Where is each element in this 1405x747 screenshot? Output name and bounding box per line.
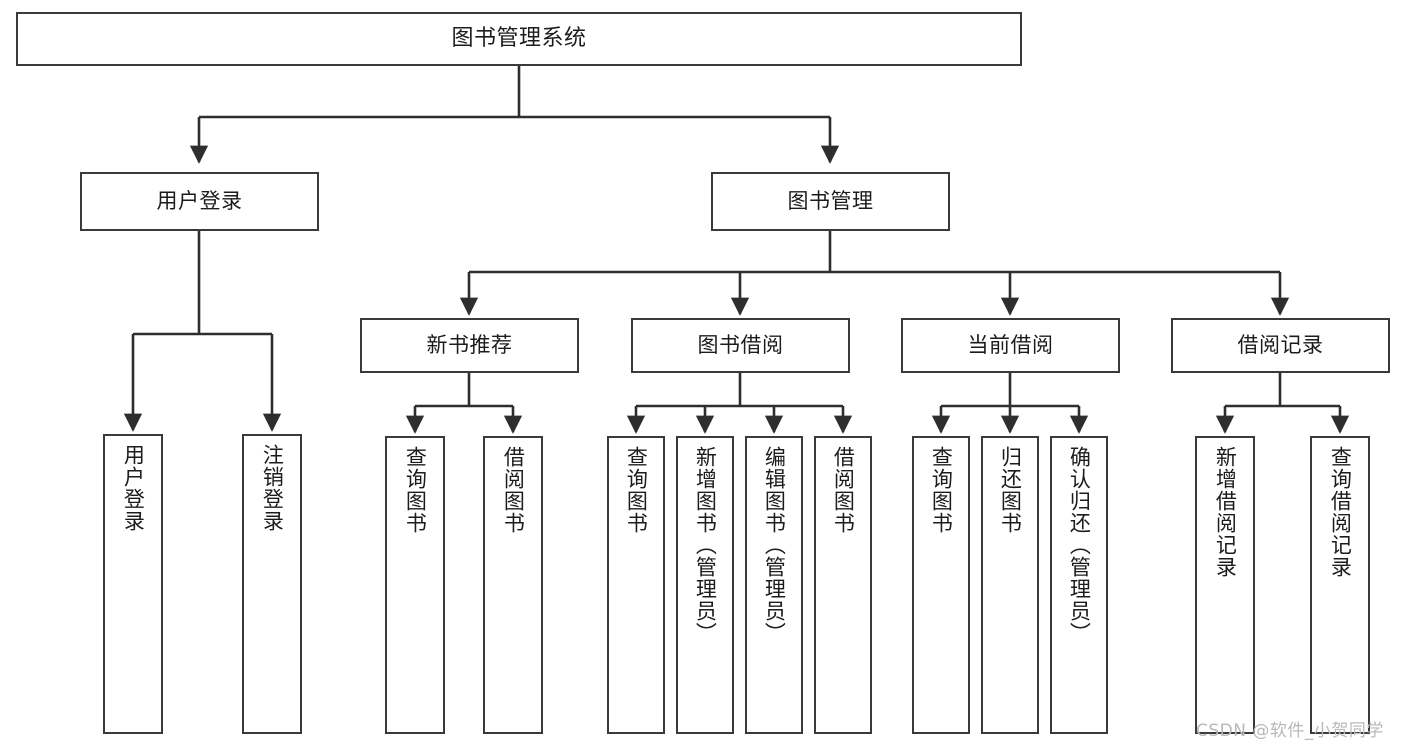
node-book-management-label: 图书管理	[787, 188, 874, 213]
leaf-new-book-borrow[interactable]: 借阅图书	[483, 436, 543, 734]
leaf-borrow-borrow-book[interactable]: 借阅图书	[814, 436, 872, 734]
node-user-login-label: 用户登录	[156, 188, 243, 213]
leaf-current-query-book[interactable]: 查询图书	[912, 436, 970, 734]
node-borrow-record[interactable]: 借阅记录	[1171, 318, 1390, 373]
leaf-label: 查询图书	[929, 446, 954, 534]
leaf-user-login-login[interactable]: 用户登录	[103, 434, 163, 734]
node-book-borrow-label: 图书借阅	[697, 332, 784, 357]
leaf-label: 查询借阅记录	[1328, 446, 1353, 578]
leaf-label: 注销登录	[260, 444, 285, 532]
leaf-record-query[interactable]: 查询借阅记录	[1310, 436, 1370, 734]
leaf-label: 借阅图书	[831, 446, 856, 534]
node-borrow-record-label: 借阅记录	[1237, 332, 1324, 357]
node-root-system[interactable]: 图书管理系统	[16, 12, 1022, 66]
leaf-record-add[interactable]: 新增借阅记录	[1195, 436, 1255, 734]
watermark: CSDN @软件_小贺同学	[1196, 721, 1384, 741]
leaf-current-confirm-return-admin[interactable]: 确认归还（管理员）	[1050, 436, 1108, 734]
node-root-label: 图书管理系统	[451, 25, 587, 51]
node-current-borrow[interactable]: 当前借阅	[901, 318, 1120, 373]
node-user-login[interactable]: 用户登录	[80, 172, 319, 231]
leaf-new-book-query[interactable]: 查询图书	[385, 436, 445, 734]
node-new-book-recommend[interactable]: 新书推荐	[360, 318, 579, 373]
leaf-label: 用户登录	[121, 444, 146, 532]
leaf-label: 查询图书	[403, 446, 428, 534]
leaf-label: 编辑图书（管理员）	[762, 446, 787, 644]
leaf-borrow-edit-book-admin[interactable]: 编辑图书（管理员）	[745, 436, 803, 734]
node-current-borrow-label: 当前借阅	[967, 332, 1054, 357]
leaf-borrow-add-book-admin[interactable]: 新增图书（管理员）	[676, 436, 734, 734]
leaf-label: 借阅图书	[501, 446, 526, 534]
leaf-label: 归还图书	[998, 446, 1023, 534]
leaf-borrow-query-book[interactable]: 查询图书	[607, 436, 665, 734]
leaf-label: 新增借阅记录	[1213, 446, 1238, 578]
node-new-book-recommend-label: 新书推荐	[426, 332, 513, 357]
leaf-user-login-logout[interactable]: 注销登录	[242, 434, 302, 734]
leaf-label: 查询图书	[624, 446, 649, 534]
leaf-current-return-book[interactable]: 归还图书	[981, 436, 1039, 734]
node-book-borrow[interactable]: 图书借阅	[631, 318, 850, 373]
node-book-management[interactable]: 图书管理	[711, 172, 950, 231]
leaf-label: 确认归还（管理员）	[1067, 446, 1092, 644]
leaf-label: 新增图书（管理员）	[693, 446, 718, 644]
